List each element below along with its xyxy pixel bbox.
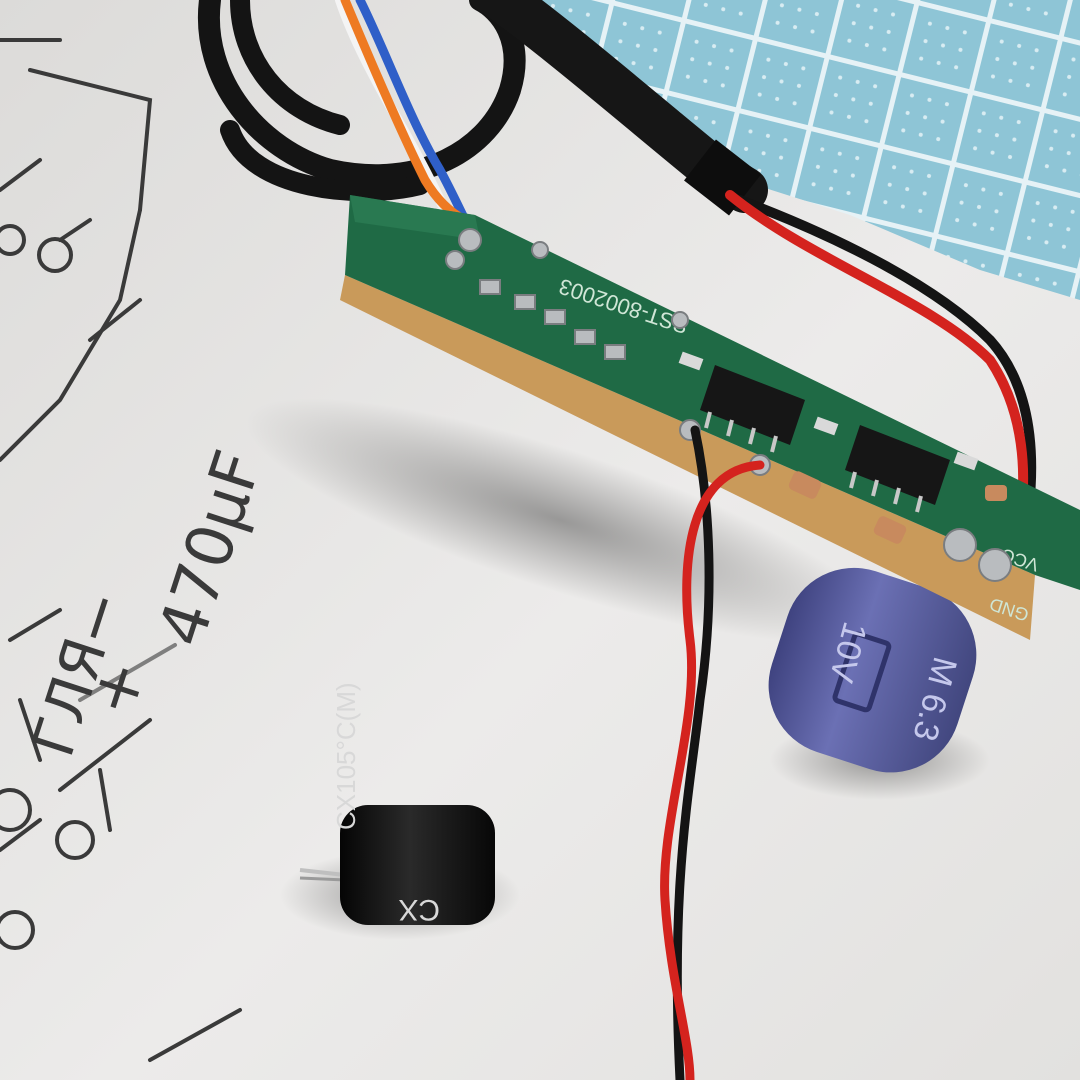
coiled-black-cable <box>197 0 526 202</box>
small-capacitor-brand: CX <box>398 893 440 926</box>
pcb-shadow <box>245 398 875 642</box>
copper-pads <box>788 471 1007 544</box>
ic-chip-1 <box>700 365 805 453</box>
cable-heat-shrink <box>684 139 761 216</box>
hanging-wire-pair <box>660 425 765 1080</box>
smd-components <box>678 351 979 471</box>
large-capacitor: 10V M 6.3 <box>768 567 977 773</box>
pencil-sketch <box>0 38 242 1062</box>
small-capacitor: CX105°C(M) CX <box>299 682 495 926</box>
ic-chip-2 <box>845 425 950 513</box>
pcb-edge <box>340 275 1035 640</box>
pcb-board: SST-8002003 GND VCC <box>340 195 1080 640</box>
thick-black-cable <box>469 0 768 213</box>
sketch-terminals <box>0 224 95 950</box>
small-capacitor-series: CX105°C(M) <box>331 682 361 830</box>
cutting-mat <box>520 0 1080 300</box>
